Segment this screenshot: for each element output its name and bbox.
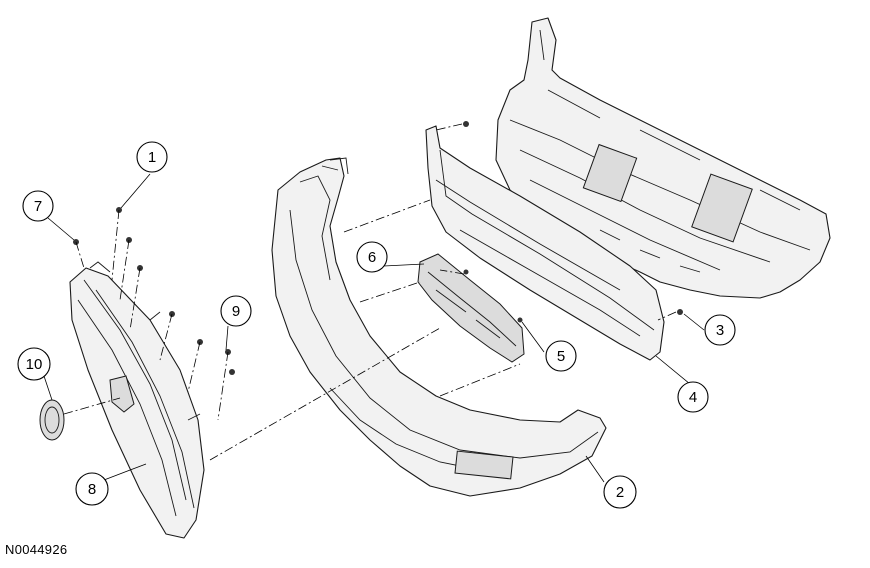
callout-leaders bbox=[43, 173, 705, 483]
callout-4: 4 bbox=[677, 381, 709, 413]
callout-7: 7 bbox=[22, 190, 54, 222]
svg-text:7: 7 bbox=[34, 198, 42, 215]
radiator-support bbox=[495, 17, 831, 299]
svg-text:4: 4 bbox=[689, 389, 697, 406]
svg-text:1: 1 bbox=[148, 149, 156, 166]
bumper-reinforcement-beam bbox=[425, 125, 665, 361]
callout-1: 1 bbox=[136, 141, 168, 173]
callout-5: 5 bbox=[545, 340, 577, 372]
callout-3: 3 bbox=[704, 314, 736, 346]
callout-10: 10 bbox=[17, 347, 51, 381]
svg-text:8: 8 bbox=[88, 481, 96, 498]
callout-6: 6 bbox=[356, 241, 388, 273]
callout-2: 2 bbox=[603, 475, 637, 509]
svg-text:10: 10 bbox=[26, 356, 43, 373]
callout-9: 9 bbox=[220, 295, 252, 327]
svg-text:2: 2 bbox=[616, 484, 624, 501]
svg-text:9: 9 bbox=[232, 303, 240, 320]
alignment-lines bbox=[63, 123, 677, 461]
svg-text:6: 6 bbox=[368, 249, 376, 266]
emblem bbox=[39, 399, 65, 441]
svg-text:5: 5 bbox=[557, 348, 565, 365]
figure-reference-code: N0044926 bbox=[5, 542, 68, 557]
energy-absorber bbox=[417, 253, 525, 363]
bumper-cover bbox=[271, 157, 607, 497]
grille bbox=[69, 261, 205, 539]
svg-text:3: 3 bbox=[716, 322, 724, 339]
callout-8: 8 bbox=[75, 472, 109, 506]
